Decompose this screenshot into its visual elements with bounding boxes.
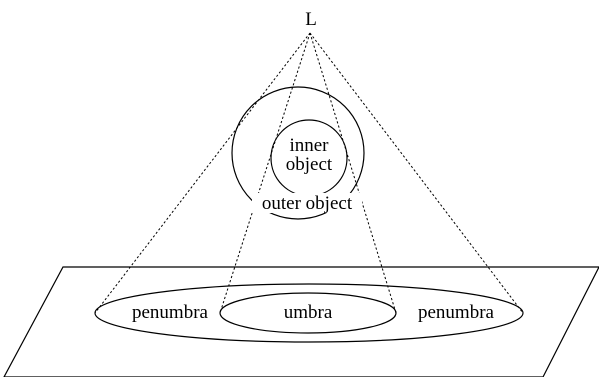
outer-ray-left bbox=[94, 32, 311, 314]
inner-ray-left bbox=[219, 32, 311, 314]
umbra-label: umbra bbox=[284, 302, 333, 323]
outer-object-label-backing bbox=[252, 193, 362, 213]
outer-object-circle bbox=[231, 86, 365, 220]
ground-plane bbox=[3, 266, 599, 377]
penumbra-right-label-backing bbox=[410, 302, 502, 324]
inner-object-label-line1: inner bbox=[289, 135, 329, 156]
outer-ray-right bbox=[309, 32, 524, 314]
outer-object-label: outer object bbox=[262, 193, 353, 214]
penumbra-left-label: penumbra bbox=[132, 302, 209, 323]
inner-ray-right bbox=[309, 32, 397, 314]
penumbra-right-label: penumbra bbox=[418, 302, 495, 323]
light-source-label: L bbox=[305, 9, 317, 30]
penumbra-left-label-backing bbox=[124, 302, 216, 324]
umbra-ellipse bbox=[219, 292, 397, 334]
inner-object-label-line2: object bbox=[286, 154, 333, 175]
